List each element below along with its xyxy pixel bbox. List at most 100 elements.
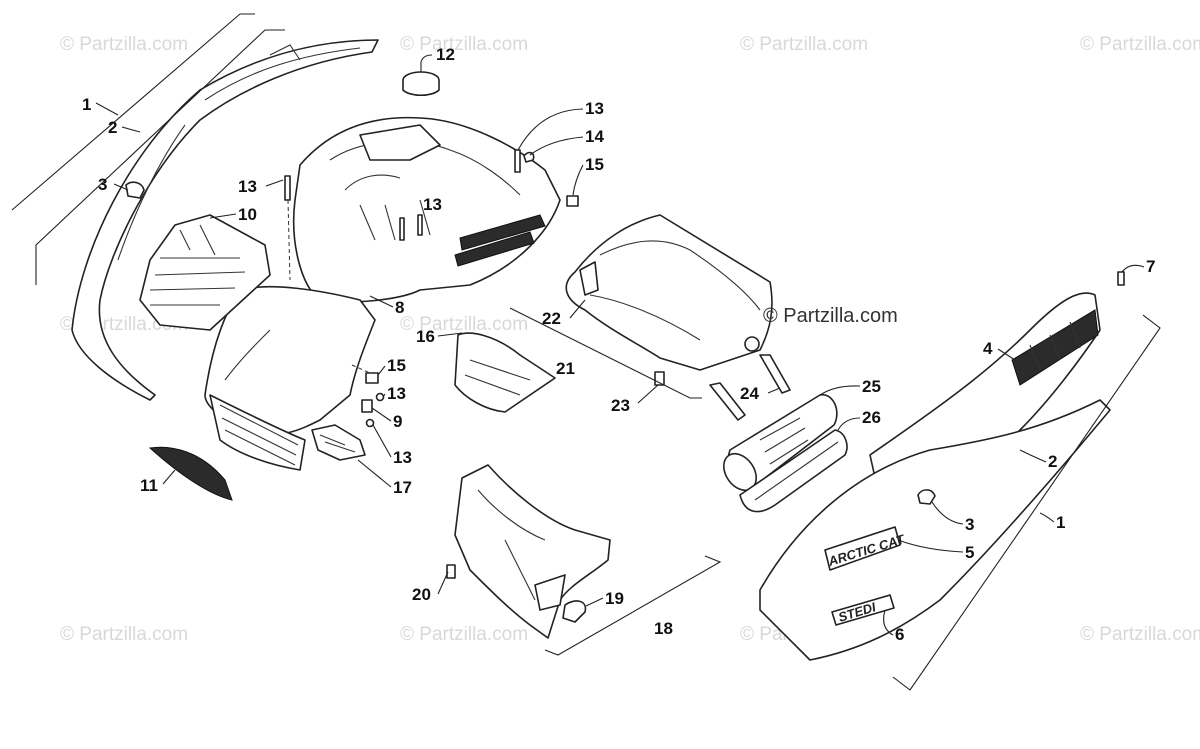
- callout-12: 12: [436, 45, 455, 64]
- watermark: © Partzilla.com: [60, 34, 188, 55]
- bracket-1: [11, 13, 255, 211]
- leader-line: [517, 108, 584, 151]
- callout-24: 24: [740, 384, 759, 403]
- left-side-panel: [71, 39, 379, 401]
- callout-23: 23: [611, 396, 630, 415]
- watermark: © Partzilla.com: [1080, 34, 1200, 55]
- callout-9: 9: [393, 412, 402, 431]
- bracket-1-right: [892, 314, 1161, 691]
- brand-text: © Partzilla.com: [763, 305, 898, 327]
- callout-3: 3: [965, 515, 974, 534]
- leader-line: [997, 348, 1016, 361]
- callout-10: 10: [238, 205, 257, 224]
- callout-21: 21: [556, 359, 575, 378]
- leader-line: [931, 501, 964, 525]
- leader-line: [121, 126, 141, 133]
- callout-17: 17: [393, 478, 412, 497]
- strap-24: [709, 336, 791, 421]
- callout-25: 25: [862, 377, 881, 396]
- leader-line: [819, 385, 861, 396]
- callout-1: 1: [82, 95, 91, 114]
- callout-13: 13: [423, 195, 442, 214]
- callout-19: 19: [605, 589, 624, 608]
- intake-vent-10: [139, 214, 271, 331]
- bottle-25: [722, 394, 838, 492]
- bracket-21: [509, 307, 702, 399]
- callout-11: 11: [140, 476, 158, 495]
- right-side-panel: ARCTIC CAT STEDI: [759, 271, 1125, 661]
- lower-cowl-18: [446, 464, 611, 639]
- watermark: © Partzilla.com: [400, 314, 528, 335]
- leader-line: [837, 417, 861, 431]
- callout-6: 6: [895, 625, 904, 644]
- callout-2: 2: [108, 118, 117, 137]
- leader-line: [420, 54, 433, 72]
- callout-13: 13: [238, 177, 257, 196]
- leader-line: [897, 539, 964, 553]
- leader-line: [1019, 449, 1047, 463]
- callout-15: 15: [585, 155, 604, 174]
- leader-line: [585, 597, 604, 607]
- fastener-13: [399, 217, 405, 241]
- storage-tray-21: [565, 214, 773, 386]
- callout-3: 3: [98, 175, 107, 194]
- leader-line: [569, 299, 586, 319]
- callout-7: 7: [1146, 257, 1155, 276]
- watermark: © Partzilla.com: [1080, 624, 1200, 645]
- bracket-2: [35, 29, 285, 285]
- leader-line: [437, 332, 463, 337]
- holder-26: [739, 429, 848, 513]
- watermark: © Partzilla.com: [400, 34, 528, 55]
- fastener-13: [284, 175, 291, 201]
- callout-22: 22: [542, 309, 561, 328]
- leader-line: [95, 102, 119, 116]
- leader-line: [357, 459, 392, 488]
- leader-line: [265, 179, 284, 187]
- dashed-guide: [287, 199, 291, 281]
- callout-18: 18: [654, 619, 673, 638]
- seal-12: [402, 71, 440, 97]
- leader-line: [637, 384, 659, 404]
- lens-hatch: [464, 359, 531, 396]
- leader-line: [209, 213, 237, 219]
- callout-5: 5: [965, 543, 974, 562]
- leader-line: [372, 424, 392, 458]
- callout-16: 16: [416, 327, 435, 346]
- lens-16: [454, 332, 556, 413]
- watermark: © Partzilla.com: [60, 624, 188, 645]
- leader-line: [1121, 264, 1145, 273]
- callout-1: 1: [1056, 513, 1065, 532]
- leader-line: [529, 136, 584, 156]
- callout-14: 14: [585, 127, 604, 146]
- leader-line: [162, 469, 176, 485]
- leader-line: [767, 387, 781, 394]
- hood-assembly: [204, 116, 561, 471]
- callout-13: 13: [387, 384, 406, 403]
- leader-line: [377, 365, 386, 376]
- callout-20: 20: [412, 585, 431, 604]
- leader-line: [369, 295, 394, 308]
- callout-26: 26: [862, 408, 881, 427]
- leader-line: [113, 183, 129, 191]
- callout-2: 2: [1048, 452, 1057, 471]
- bracket-18: [544, 555, 722, 656]
- callout-8: 8: [395, 298, 404, 317]
- callout-13: 13: [393, 448, 412, 467]
- grille-mesh-11: [148, 446, 233, 501]
- callout-15: 15: [387, 356, 406, 375]
- dashed-guide: [351, 364, 371, 374]
- callout-4: 4: [983, 339, 993, 358]
- watermark: © Partzilla.com: [400, 624, 528, 645]
- fastener-13: [417, 214, 423, 236]
- watermark: © Partzilla.com: [740, 34, 868, 55]
- leader-line: [437, 571, 449, 595]
- leader-line: [883, 609, 894, 636]
- callout-13: 13: [585, 99, 604, 118]
- leader-line: [1039, 512, 1055, 523]
- leader-line: [382, 393, 386, 398]
- mount-bracket-17: [311, 372, 385, 461]
- leader-line: [371, 407, 392, 422]
- leader-line: [572, 164, 584, 196]
